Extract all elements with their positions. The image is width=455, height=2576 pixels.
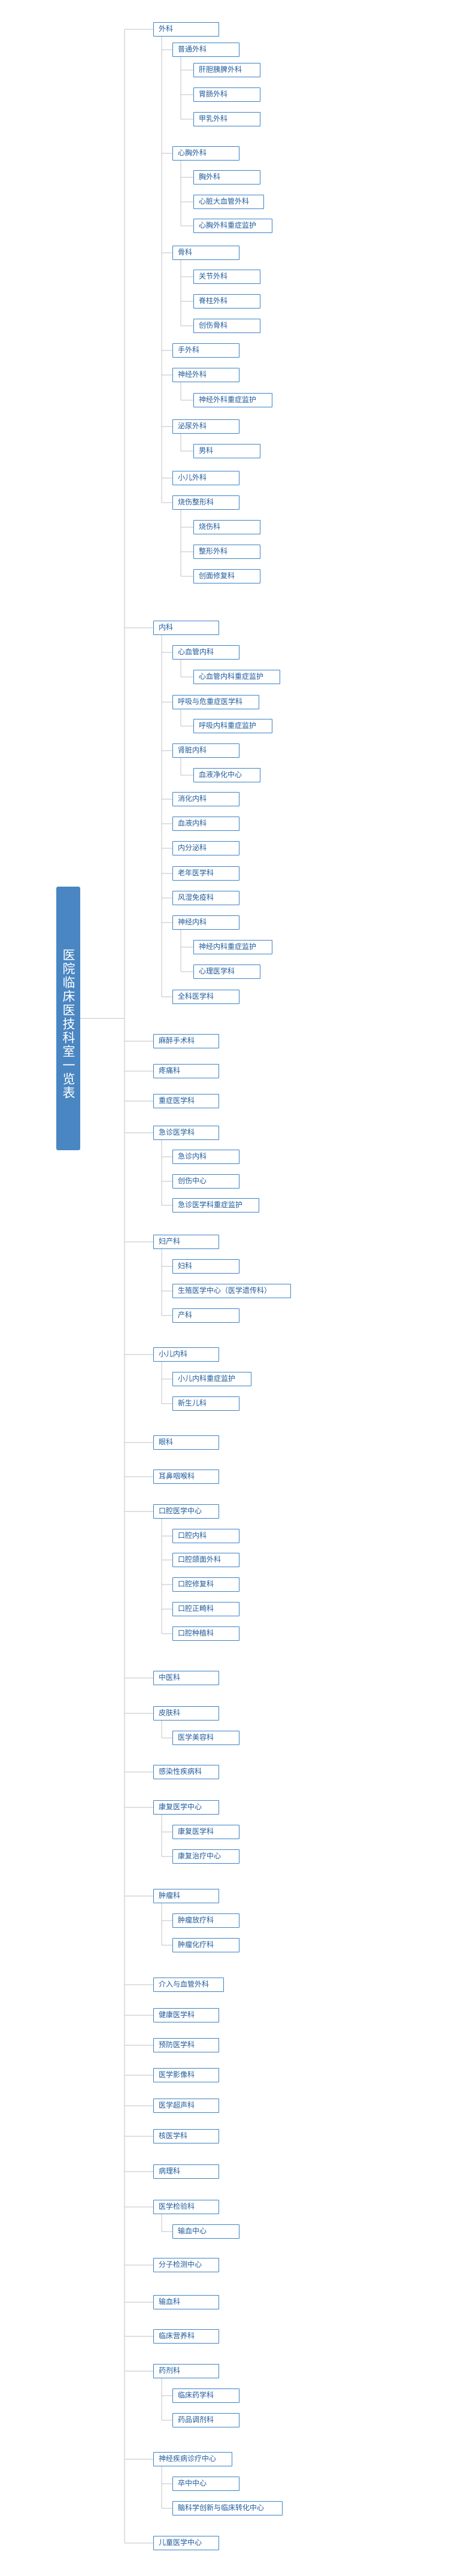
root-title: 医院临床医技科室一览表 xyxy=(56,887,80,1150)
subdepartment-node[interactable]: 口腔修复科 xyxy=(172,1577,239,1592)
subdepartment-node[interactable]: 脑科学创新与临床转化中心 xyxy=(172,2501,283,2515)
subdepartment-node[interactable]: 口腔颌面外科 xyxy=(172,1553,239,1567)
department-node[interactable]: 儿童医学中心 xyxy=(153,2536,219,2550)
subdepartment-node[interactable]: 临床药学科 xyxy=(172,2388,239,2403)
unit-node[interactable]: 创伤骨科 xyxy=(193,319,260,333)
subdepartment-node[interactable]: 手外科 xyxy=(172,343,239,358)
department-node[interactable]: 医学超声科 xyxy=(153,2099,219,2113)
department-node[interactable]: 输血科 xyxy=(153,2295,219,2309)
department-node[interactable]: 中医科 xyxy=(153,1671,219,1685)
department-node[interactable]: 分子检测中心 xyxy=(153,2258,219,2272)
department-node[interactable]: 神经疾病诊疗中心 xyxy=(153,2452,232,2466)
department-node[interactable]: 眼科 xyxy=(153,1435,219,1450)
subdepartment-node[interactable]: 药品调剂科 xyxy=(172,2413,239,2427)
subdepartment-node[interactable]: 口腔正畸科 xyxy=(172,1602,239,1616)
unit-node[interactable]: 呼吸内科重症监护 xyxy=(193,719,272,733)
subdepartment-node[interactable]: 产科 xyxy=(172,1308,239,1323)
department-node[interactable]: 预防医学科 xyxy=(153,2038,219,2052)
department-node[interactable]: 介入与血管外科 xyxy=(153,1978,224,1992)
subdepartment-node[interactable]: 肾脏内科 xyxy=(172,743,239,758)
subdepartment-node[interactable]: 口腔种植科 xyxy=(172,1626,239,1641)
unit-node[interactable]: 血液净化中心 xyxy=(193,768,260,782)
subdepartment-node[interactable]: 神经外科 xyxy=(172,368,239,382)
unit-node[interactable]: 创面修复科 xyxy=(193,569,260,583)
subdepartment-node[interactable]: 口腔内科 xyxy=(172,1529,239,1543)
department-node[interactable]: 肿瘤科 xyxy=(153,1889,219,1903)
subdepartment-node[interactable]: 妇科 xyxy=(172,1259,239,1274)
department-node[interactable]: 感染性疾病科 xyxy=(153,1765,219,1779)
subdepartment-node[interactable]: 心胸外科 xyxy=(172,146,239,161)
subdepartment-node[interactable]: 急诊医学科重症监护 xyxy=(172,1198,259,1213)
unit-node[interactable]: 胃肠外科 xyxy=(193,87,260,102)
subdepartment-node[interactable]: 输血中心 xyxy=(172,2224,239,2239)
subdepartment-node[interactable]: 消化内科 xyxy=(172,792,239,806)
department-node[interactable]: 外科 xyxy=(153,22,219,37)
subdepartment-node[interactable]: 风湿免疫科 xyxy=(172,891,239,905)
subdepartment-node[interactable]: 创伤中心 xyxy=(172,1174,239,1189)
department-node[interactable]: 急诊医学科 xyxy=(153,1126,219,1140)
subdepartment-node[interactable]: 卒中中心 xyxy=(172,2477,239,2491)
subdepartment-node[interactable]: 小儿外科 xyxy=(172,471,239,485)
unit-node[interactable]: 心理医学科 xyxy=(193,965,260,979)
subdepartment-node[interactable]: 普通外科 xyxy=(172,43,239,57)
unit-node[interactable]: 脊柱外科 xyxy=(193,294,260,309)
department-node[interactable]: 麻醉手术科 xyxy=(153,1034,219,1048)
department-node[interactable]: 病理科 xyxy=(153,2164,219,2179)
subdepartment-node[interactable]: 骨科 xyxy=(172,246,239,260)
unit-node[interactable]: 男科 xyxy=(193,444,260,458)
department-node[interactable]: 小儿内科 xyxy=(153,1347,219,1362)
department-node[interactable]: 医学影像科 xyxy=(153,2068,219,2082)
department-node[interactable]: 临床营养科 xyxy=(153,2329,219,2344)
department-node[interactable]: 妇产科 xyxy=(153,1235,219,1249)
subdepartment-node[interactable]: 肿瘤化疗科 xyxy=(172,1938,239,1952)
subdepartment-node[interactable]: 小儿内科重症监护 xyxy=(172,1372,251,1386)
subdepartment-node[interactable]: 全科医学科 xyxy=(172,990,239,1004)
unit-node[interactable]: 烧伤科 xyxy=(193,520,260,534)
unit-node[interactable]: 神经外科重症监护 xyxy=(193,393,272,407)
subdepartment-node[interactable]: 老年医学科 xyxy=(172,866,239,881)
department-node[interactable]: 皮肤科 xyxy=(153,1706,219,1721)
subdepartment-node[interactable]: 神经内科 xyxy=(172,915,239,930)
unit-node[interactable]: 关节外科 xyxy=(193,270,260,284)
subdepartment-node[interactable]: 康复治疗中心 xyxy=(172,1849,239,1864)
department-node[interactable]: 内科 xyxy=(153,621,219,635)
unit-node[interactable]: 胸外科 xyxy=(193,170,260,185)
subdepartment-node[interactable]: 新生儿科 xyxy=(172,1396,239,1411)
subdepartment-node[interactable]: 康复医学科 xyxy=(172,1825,239,1839)
subdepartment-node[interactable]: 烧伤整形科 xyxy=(172,495,239,510)
department-node[interactable]: 疼痛科 xyxy=(153,1064,219,1078)
department-node[interactable]: 口腔医学中心 xyxy=(153,1504,219,1519)
department-node[interactable]: 健康医学科 xyxy=(153,2008,219,2022)
subdepartment-node[interactable]: 生殖医学中心（医学遗传科） xyxy=(172,1284,291,1298)
unit-node[interactable]: 心胸外科重症监护 xyxy=(193,219,272,233)
unit-node[interactable]: 心血管内科重症监护 xyxy=(193,670,280,684)
department-node[interactable]: 药剂科 xyxy=(153,2364,219,2378)
unit-node[interactable]: 甲乳外科 xyxy=(193,112,260,126)
department-node[interactable]: 核医学科 xyxy=(153,2129,219,2143)
subdepartment-node[interactable]: 呼吸与危重症医学科 xyxy=(172,695,259,709)
subdepartment-node[interactable]: 急诊内科 xyxy=(172,1150,239,1164)
unit-node[interactable]: 心脏大血管外科 xyxy=(193,195,264,209)
subdepartment-node[interactable]: 内分泌科 xyxy=(172,841,239,855)
subdepartment-node[interactable]: 血液内科 xyxy=(172,817,239,831)
department-node[interactable]: 医学检验科 xyxy=(153,2200,219,2214)
department-node[interactable]: 重症医学科 xyxy=(153,1094,219,1108)
subdepartment-node[interactable]: 医学美容科 xyxy=(172,1731,239,1745)
department-node[interactable]: 康复医学中心 xyxy=(153,1800,219,1815)
department-node[interactable]: 耳鼻咽喉科 xyxy=(153,1470,219,1484)
unit-node[interactable]: 神经内科重症监护 xyxy=(193,940,272,954)
subdepartment-node[interactable]: 肿瘤放疗科 xyxy=(172,1913,239,1928)
unit-node[interactable]: 肝胆胰脾外科 xyxy=(193,63,260,77)
subdepartment-node[interactable]: 心血管内科 xyxy=(172,645,239,660)
subdepartment-node[interactable]: 泌尿外科 xyxy=(172,419,239,434)
unit-node[interactable]: 整形外科 xyxy=(193,545,260,559)
